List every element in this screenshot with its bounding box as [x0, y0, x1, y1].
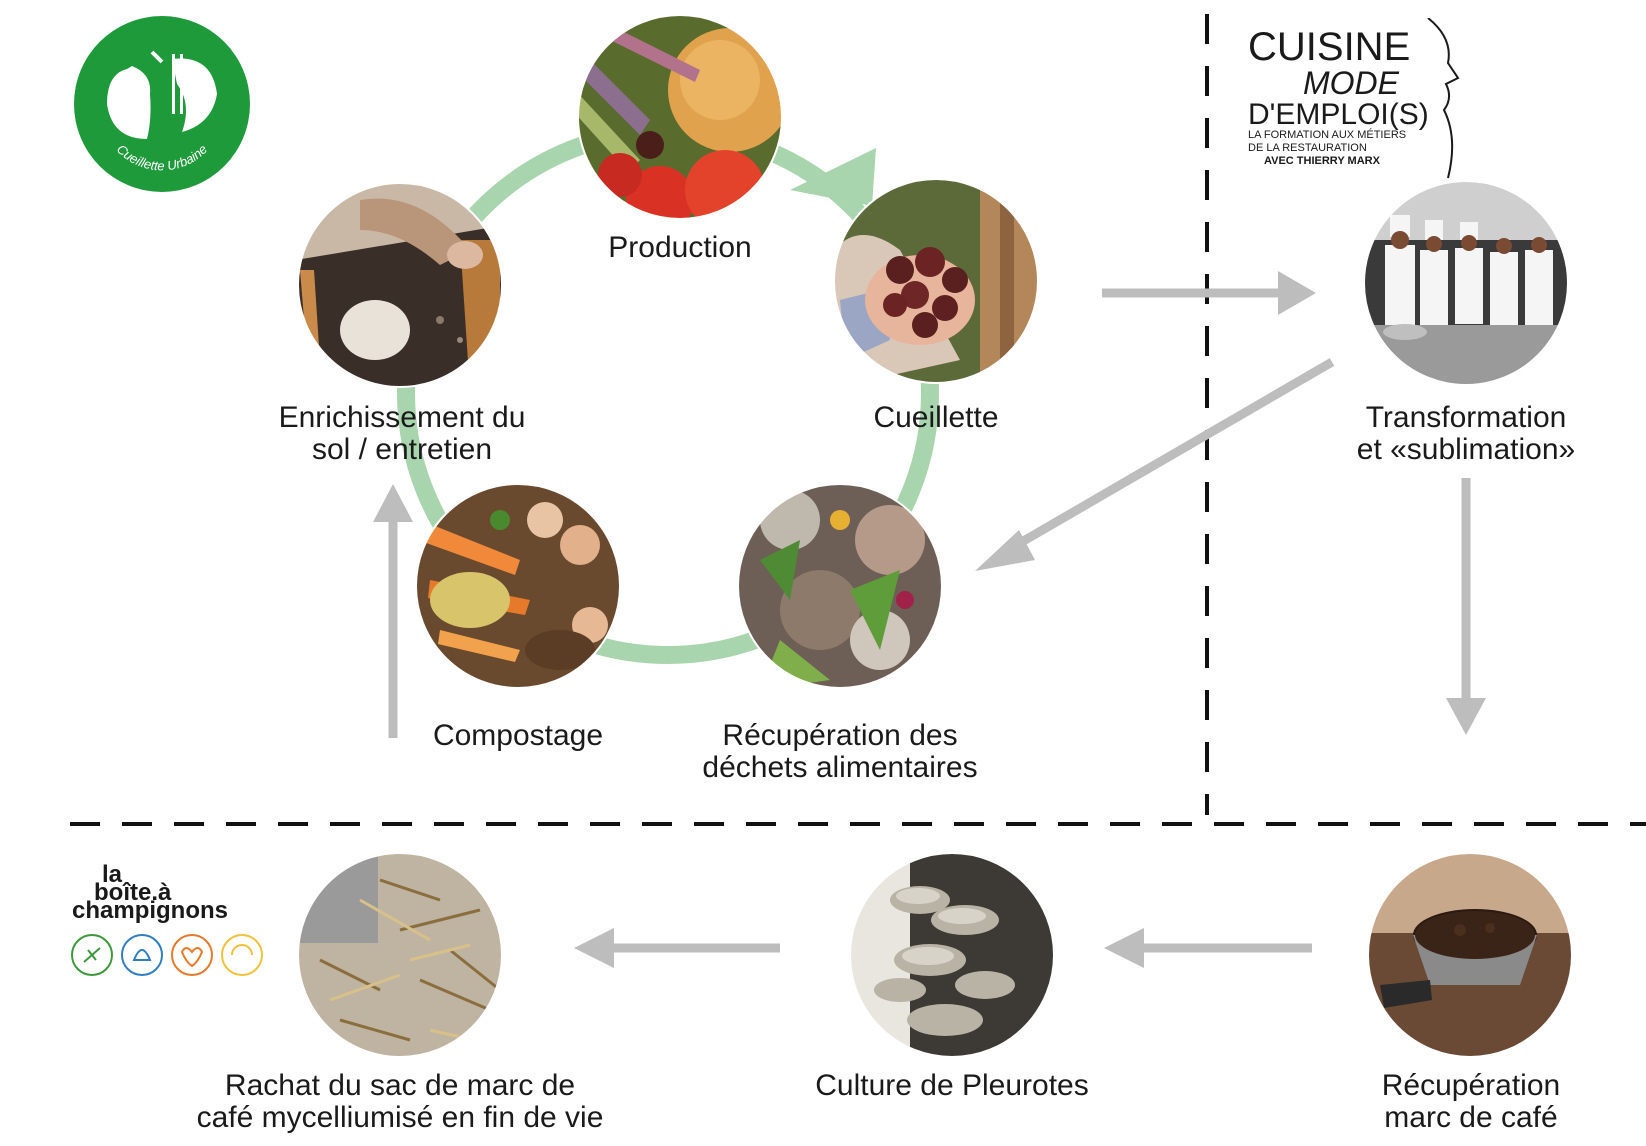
bac-line3: champignons [72, 897, 228, 924]
rachat-sac-photo [298, 853, 502, 1057]
pleurotes-label: Culture de Pleurotes [815, 1069, 1089, 1102]
cueillette-label: Cueillette [873, 401, 999, 434]
cueillette-urbaine-logo: Cueillette Urbaine [74, 16, 250, 192]
arrow-compostage-up [373, 484, 413, 738]
arrow-cafe-to-pleurotes [1104, 928, 1312, 968]
arrow-transformation-to-recuperation [975, 358, 1335, 571]
cme-line1: CUISINE [1248, 25, 1410, 69]
cme-tag2: DE LA RESTAURATION [1248, 142, 1367, 154]
arrow-transformation-down [1446, 478, 1486, 735]
cycle-arrowhead [790, 148, 876, 206]
cme-tag3: AVEC THIERRY MARX [1264, 155, 1381, 167]
recuperation-dechets-label: Récupération des déchets alimentaires [680, 720, 1000, 784]
recuperation-cafe-photo [1368, 853, 1572, 1057]
boite-a-champignons-logo: la boîte.à champignons [71, 861, 263, 976]
bac-line2: boîte.à [94, 879, 172, 906]
enrichissement-photo [298, 183, 502, 387]
recuperation-cafe-label-line1: Récupération [1381, 1069, 1561, 1102]
enrichissement-label-line2: sol / entretien [311, 433, 493, 466]
rachat-sac-label: Rachat du sac de marc de café mycelliumi… [180, 1070, 620, 1134]
bac-line1: la [102, 861, 123, 888]
recuperation-dechets-label-line2: déchets alimentaires [702, 751, 978, 784]
rachat-sac-label-line1: Rachat du sac de marc de [224, 1069, 576, 1102]
transformation-photo [1364, 181, 1568, 385]
compostage-label: Compostage [432, 719, 604, 752]
transformation-label-line1: Transformation [1365, 401, 1567, 434]
rachat-sac-label-line2: café mycelliumisé en fin de vie [196, 1101, 604, 1134]
production-photo [578, 15, 782, 219]
production-label: Production [608, 231, 752, 264]
pleurotes-photo [850, 853, 1054, 1057]
cme-line3: D'EMPLOI(S) [1248, 98, 1429, 131]
recuperation-cafe-label: Récupération marc de café [1346, 1070, 1596, 1134]
compostage-photo [416, 484, 620, 688]
arrow-cueillette-to-transformation [1102, 271, 1316, 315]
enrichissement-label-line1: Enrichissement du [278, 401, 526, 434]
enrichissement-label: Enrichissement du sol / entretien [252, 402, 552, 466]
recuperation-dechets-label-line1: Récupération des [722, 719, 958, 752]
cme-tag1: LA FORMATION AUX MÉTIERS [1248, 128, 1406, 141]
recuperation-cafe-label-line2: marc de café [1384, 1101, 1558, 1134]
cuisine-mode-emploi-logo: CUISINE MODE D'EMPLOI(S) LA FORMATION AU… [1248, 18, 1460, 179]
recuperation-dechets-photo [738, 484, 942, 688]
cme-line2: MODE [1303, 65, 1400, 101]
arrow-pleurotes-to-rachat [574, 928, 780, 968]
transformation-label-line2: et «sublimation» [1356, 433, 1576, 466]
transformation-label: Transformation et «sublimation» [1336, 402, 1596, 466]
